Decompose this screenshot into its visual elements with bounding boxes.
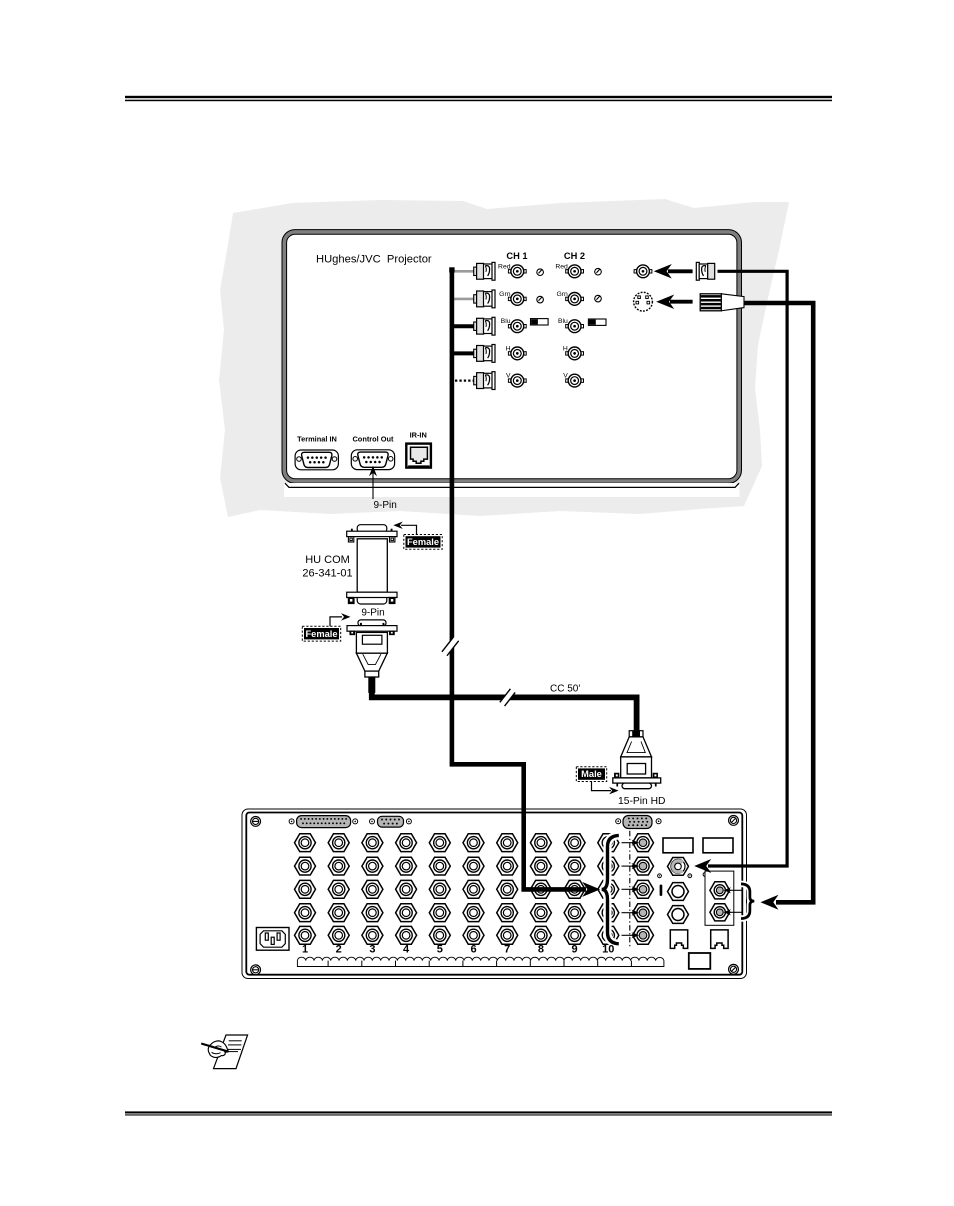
svg-text:Blu: Blu bbox=[501, 318, 511, 325]
svg-text:9-Pin: 9-Pin bbox=[374, 500, 397, 511]
svg-text:Grn: Grn bbox=[499, 291, 511, 298]
svg-text:4: 4 bbox=[403, 943, 410, 955]
svg-text:5: 5 bbox=[437, 943, 443, 955]
svg-text:CH 1: CH 1 bbox=[506, 251, 527, 261]
svg-text:CH 2: CH 2 bbox=[564, 251, 585, 261]
svg-text:15-Pin HD: 15-Pin HD bbox=[618, 796, 666, 807]
svg-text:CC 50': CC 50' bbox=[550, 684, 580, 695]
svg-text:Female: Female bbox=[305, 629, 337, 639]
svg-text:Blu: Blu bbox=[558, 318, 568, 325]
svg-text:7: 7 bbox=[504, 943, 510, 955]
svg-text:H: H bbox=[563, 345, 568, 352]
svg-text:26-341-01: 26-341-01 bbox=[302, 568, 352, 580]
svg-text:HUghes/JVC Projector: HUghes/JVC Projector bbox=[316, 254, 432, 266]
svg-text:HU COM: HU COM bbox=[305, 554, 350, 566]
svg-text:3: 3 bbox=[369, 943, 375, 955]
svg-text:1: 1 bbox=[302, 943, 308, 955]
svg-text:Female: Female bbox=[407, 537, 439, 547]
svg-text:Terminal IN: Terminal IN bbox=[297, 435, 337, 444]
svg-text:8: 8 bbox=[538, 943, 544, 955]
svg-text:Grn: Grn bbox=[556, 291, 568, 298]
svg-text:10: 10 bbox=[602, 943, 614, 955]
svg-text:V: V bbox=[563, 373, 568, 380]
svg-text:V: V bbox=[506, 373, 511, 380]
svg-text:9: 9 bbox=[572, 943, 578, 955]
svg-text:2: 2 bbox=[336, 943, 342, 955]
svg-text:9-Pin: 9-Pin bbox=[361, 608, 384, 619]
svg-text:Red: Red bbox=[555, 263, 568, 270]
svg-text:Male: Male bbox=[581, 769, 602, 779]
svg-text:IR-IN: IR-IN bbox=[410, 430, 427, 439]
svg-text:Control Out: Control Out bbox=[352, 435, 394, 444]
svg-text:H: H bbox=[506, 345, 511, 352]
svg-text:6: 6 bbox=[470, 943, 476, 955]
svg-text:Red: Red bbox=[498, 263, 511, 270]
